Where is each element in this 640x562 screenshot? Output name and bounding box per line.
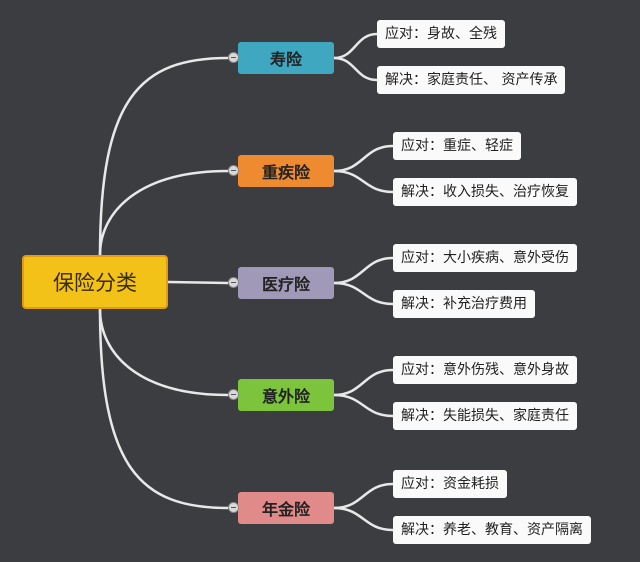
branch-to-leaf-connector — [333, 144, 394, 173]
branch-to-leaf-connector — [333, 256, 394, 285]
branch-to-leaf-connector — [333, 482, 394, 510]
branch-to-leaf-connector — [333, 393, 394, 418]
branch-node-life-insurance[interactable]: 寿险 — [238, 42, 334, 74]
branch-to-leaf-connector — [333, 56, 378, 82]
branch-to-leaf-connector — [333, 506, 394, 532]
branch-label: 意外险 — [261, 387, 310, 406]
collapse-toggle-icon[interactable] — [228, 502, 239, 513]
collapse-toggle-icon[interactable] — [228, 52, 239, 63]
branch-node-annuity[interactable]: 年金险 — [238, 492, 334, 524]
leaf-node[interactable]: 应对：资金耗损 — [393, 470, 507, 498]
branch-to-leaf-connector — [333, 169, 394, 194]
leaf-node[interactable]: 应对：重症、轻症 — [393, 132, 521, 160]
root-label: 保险分类 — [53, 271, 137, 295]
root-to-branch-connector — [98, 308, 229, 397]
root-to-branch-connector — [98, 169, 229, 256]
branch-node-accident[interactable]: 意外险 — [238, 379, 334, 411]
collapse-toggle-icon[interactable] — [228, 389, 239, 400]
branch-label: 重疾险 — [261, 163, 310, 182]
leaf-node[interactable]: 解决：失能损失、家庭责任 — [393, 402, 577, 430]
leaf-node[interactable]: 应对：身故、全残 — [377, 20, 505, 48]
branch-to-leaf-connector — [333, 368, 394, 397]
leaf-node[interactable]: 解决：收入损失、治疗恢复 — [393, 178, 577, 206]
leaf-node[interactable]: 解决：养老、教育、资产隔离 — [393, 516, 591, 544]
branch-to-leaf-connector — [333, 32, 378, 60]
branch-label: 寿险 — [269, 50, 302, 69]
leaf-node[interactable]: 解决：家庭责任、 资产传承 — [377, 66, 566, 94]
leaf-node[interactable]: 应对：大小疾病、意外受伤 — [393, 244, 577, 272]
root-node[interactable]: 保险分类 — [22, 255, 168, 309]
root-to-branch-connector — [98, 56, 229, 256]
collapse-toggle-icon[interactable] — [228, 165, 239, 176]
branch-node-critical-illness[interactable]: 重疾险 — [238, 155, 334, 187]
root-to-branch-connector — [167, 280, 229, 285]
branch-node-medical[interactable]: 医疗险 — [238, 267, 334, 299]
root-to-branch-connector — [98, 308, 229, 510]
collapse-toggle-icon[interactable] — [228, 277, 239, 288]
branch-to-leaf-connector — [333, 281, 394, 306]
branch-label: 年金险 — [261, 500, 310, 519]
leaf-node[interactable]: 应对：意外伤残、意外身故 — [393, 356, 577, 384]
leaf-node[interactable]: 解决：补充治疗费用 — [393, 290, 535, 318]
branch-label: 医疗险 — [261, 275, 310, 294]
